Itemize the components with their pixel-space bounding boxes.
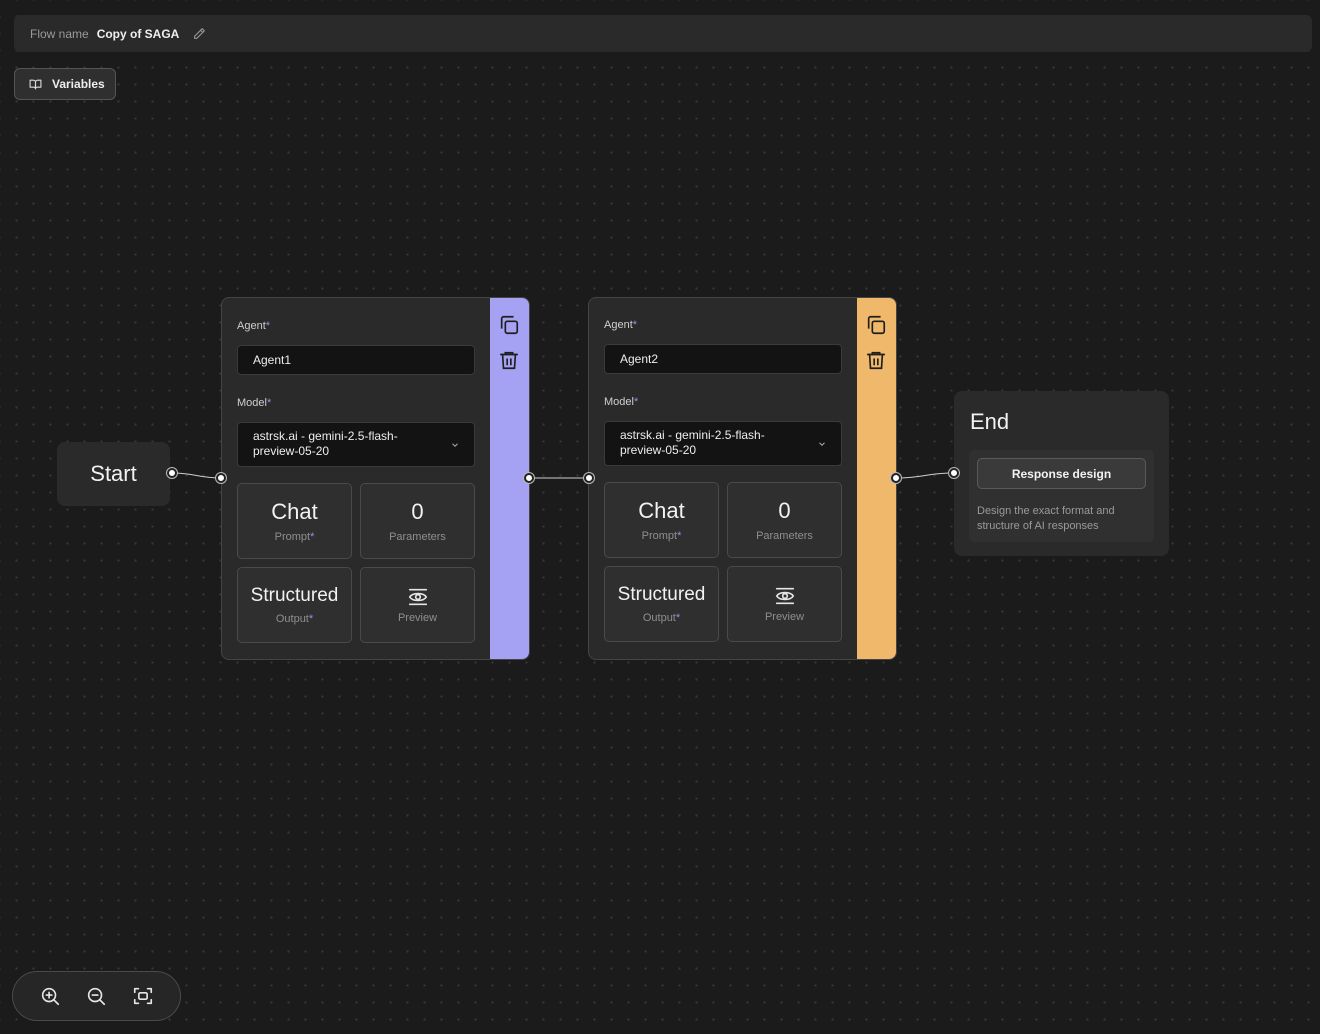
- start-label: Start: [90, 461, 137, 486]
- end-node[interactable]: End Response design Design the exact for…: [954, 391, 1169, 556]
- zoom-out-icon[interactable]: [83, 983, 109, 1009]
- agent-field-label: Agent*: [237, 320, 271, 332]
- preview-tile[interactable]: Preview: [360, 567, 475, 643]
- agent-node-1[interactable]: Agent* Agent1 Model* astrsk.ai - gemini-…: [221, 297, 530, 660]
- agent2-input-handle[interactable]: [584, 473, 594, 483]
- agent-name-input[interactable]: Agent2: [604, 344, 842, 374]
- flow-name-label: Flow name: [30, 26, 89, 41]
- pencil-icon[interactable]: [193, 27, 207, 41]
- agent1-input-handle[interactable]: [216, 473, 226, 483]
- eye-icon: [774, 585, 796, 607]
- edge-agent2-end: [895, 472, 955, 479]
- book-open-icon: [29, 78, 42, 91]
- agent-node-2[interactable]: Agent* Agent2 Model* astrsk.ai - gemini-…: [588, 297, 897, 660]
- structured-output-tile[interactable]: Structured Output*: [604, 566, 719, 642]
- copy-icon[interactable]: [498, 314, 520, 336]
- variables-label: Variables: [52, 77, 105, 91]
- edge-start-agent1: [171, 472, 223, 479]
- structured-output-tile[interactable]: Structured Output*: [237, 567, 352, 643]
- agent2-output-handle[interactable]: [891, 473, 901, 483]
- eye-icon: [407, 586, 429, 608]
- fit-view-icon[interactable]: [130, 983, 156, 1009]
- model-field-label: Model*: [604, 396, 639, 408]
- zoom-in-icon[interactable]: [37, 983, 63, 1009]
- variables-button[interactable]: Variables: [14, 68, 116, 100]
- response-design-panel: Response design Design the exact format …: [969, 450, 1154, 542]
- flow-name-bar: Flow name Copy of SAGA: [14, 15, 1312, 52]
- end-title: End: [970, 409, 1010, 434]
- end-input-handle[interactable]: [949, 468, 959, 478]
- parameters-tile[interactable]: 0 Parameters: [360, 483, 475, 559]
- agent-name-input[interactable]: Agent1: [237, 345, 475, 375]
- agent-accent-bar: [490, 298, 529, 659]
- chevron-down-icon: [450, 439, 460, 449]
- model-select[interactable]: astrsk.ai - gemini-2.5-flash- preview-05…: [604, 421, 842, 466]
- agent-accent-bar: [857, 298, 896, 659]
- start-output-handle[interactable]: [167, 468, 177, 478]
- copy-icon[interactable]: [865, 314, 887, 336]
- chevron-down-icon: [817, 438, 827, 448]
- trash-icon[interactable]: [865, 349, 887, 371]
- zoom-controls: [12, 971, 181, 1021]
- agent-field-label: Agent*: [604, 319, 638, 331]
- response-design-button[interactable]: Response design: [977, 458, 1146, 489]
- preview-tile[interactable]: Preview: [727, 566, 842, 642]
- chat-prompt-tile[interactable]: Chat Prompt*: [604, 482, 719, 558]
- chat-prompt-tile[interactable]: Chat Prompt*: [237, 483, 352, 559]
- start-node[interactable]: Start: [57, 442, 170, 506]
- agent1-output-handle[interactable]: [524, 473, 534, 483]
- flow-name-value[interactable]: Copy of SAGA: [96, 26, 180, 41]
- model-select[interactable]: astrsk.ai - gemini-2.5-flash- preview-05…: [237, 422, 475, 467]
- model-field-label: Model*: [237, 397, 272, 409]
- parameters-tile[interactable]: 0 Parameters: [727, 482, 842, 558]
- trash-icon[interactable]: [498, 349, 520, 371]
- response-design-description: Design the exact format and structure of…: [977, 505, 1115, 532]
